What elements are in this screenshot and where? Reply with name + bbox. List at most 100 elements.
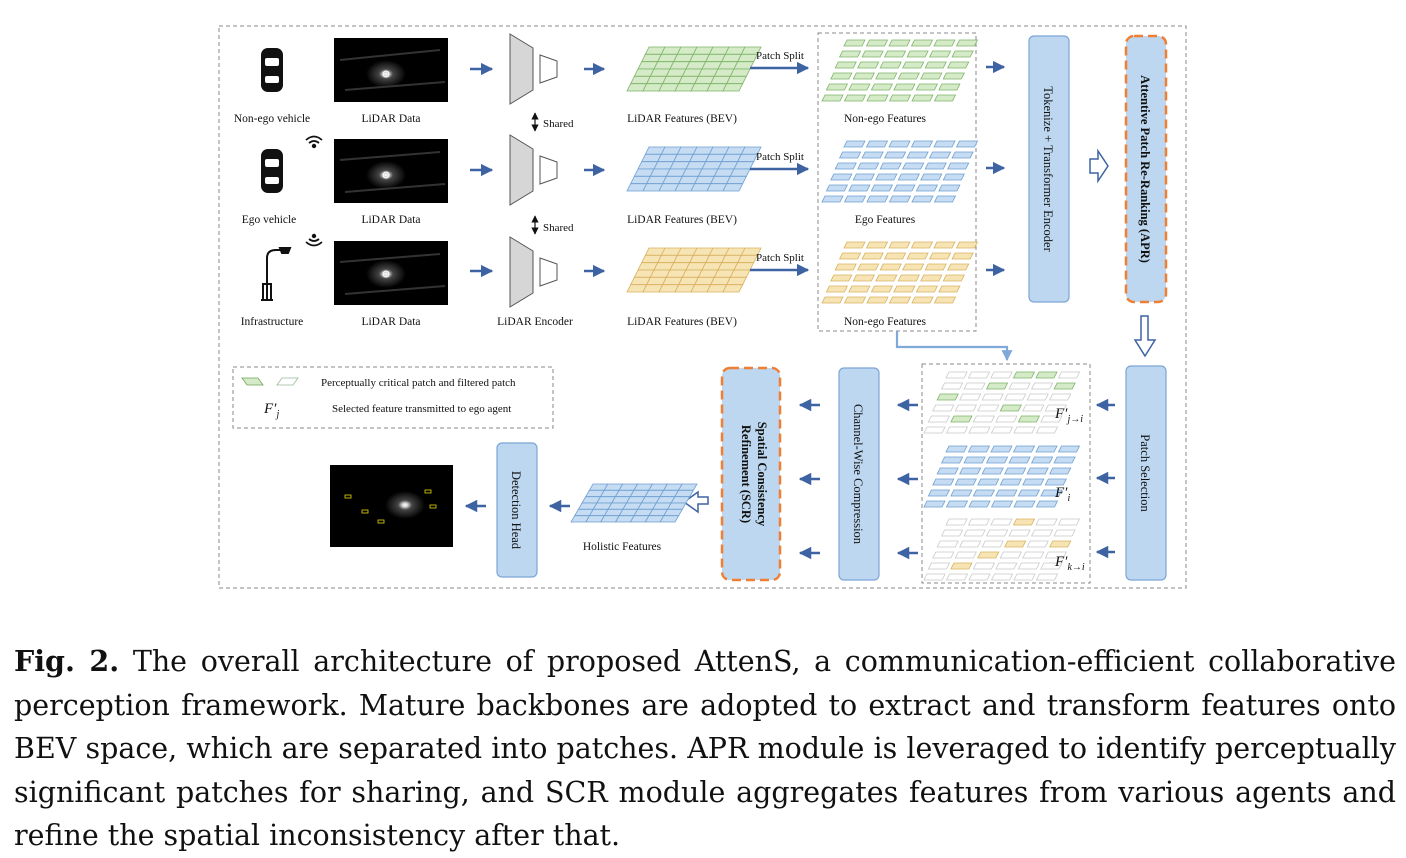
critical-patch [1012, 445, 1036, 453]
critical-patch [920, 72, 943, 80]
filtered-patch [990, 371, 1013, 379]
filtered-patch [927, 562, 951, 570]
filtered-patch [1057, 518, 1081, 526]
detection-output-image [330, 465, 453, 547]
critical-patch [933, 39, 956, 47]
car-icon [261, 149, 283, 193]
filtered-patch [981, 540, 1004, 548]
holistic-features-label: Holistic Features [583, 541, 662, 553]
agent-label: Non-ego vehicle [234, 113, 310, 125]
critical-patch [972, 489, 996, 497]
filtered-patch [1049, 393, 1072, 401]
critical-patch [875, 274, 898, 282]
critical-patch [879, 61, 902, 69]
critical-patch [999, 404, 1022, 412]
critical-patch [906, 252, 929, 260]
critical-patch [857, 162, 880, 170]
critical-patch [977, 551, 1000, 559]
critical-patch [924, 263, 947, 271]
critical-patch [866, 296, 889, 304]
car-icon [261, 48, 283, 92]
critical-patch [915, 285, 939, 293]
bev-cell [726, 175, 747, 185]
critical-patch [1012, 518, 1036, 526]
critical-patch [1017, 489, 1041, 497]
critical-patch [1049, 467, 1072, 475]
critical-patch [1044, 478, 1067, 486]
bev-cell [659, 515, 680, 523]
patch-group [923, 445, 1081, 508]
critical-patch [883, 151, 907, 159]
filtered-patch [968, 426, 991, 434]
critical-patch [963, 456, 986, 464]
critical-patch [911, 94, 934, 102]
critical-patch [928, 151, 952, 159]
filtered-patch [1017, 562, 1041, 570]
shared-label: Shared [543, 118, 574, 130]
filtered-patch [932, 404, 955, 412]
critical-patch [947, 61, 970, 69]
filtered-patch [945, 371, 968, 379]
bev-grid [570, 483, 698, 523]
critical-patch [843, 195, 867, 203]
filtered-patch [967, 371, 991, 379]
critical-patch [848, 285, 871, 293]
critical-patch [870, 83, 894, 91]
bev-cell [729, 168, 751, 177]
filtered-patch [1008, 382, 1031, 390]
critical-patch [906, 50, 929, 58]
bev-cell [737, 153, 758, 163]
filtered-patch [940, 529, 964, 537]
critical-patch [870, 285, 894, 293]
bev-cell [729, 269, 751, 278]
lidar-image [334, 139, 448, 203]
filtered-patch [1008, 529, 1031, 537]
filtered-patch [1053, 529, 1076, 537]
figure-caption: Fig. 2. The overall architecture of prop… [14, 640, 1396, 858]
bev-grid [626, 247, 762, 293]
critical-patch [861, 151, 884, 159]
caption-figure-number: Fig. 2. [14, 644, 120, 678]
shared-label: Shared [543, 222, 574, 234]
critical-patch [875, 173, 898, 181]
critical-patch [838, 252, 862, 260]
filtered-patch [1044, 551, 1067, 559]
filtered-patch [1044, 404, 1067, 412]
wifi-icon [305, 233, 323, 247]
critical-patch [940, 456, 964, 464]
critical-patch [928, 252, 952, 260]
streetlight-icon [261, 247, 292, 301]
filtered-patch [1035, 573, 1059, 581]
bev-grid [626, 146, 762, 192]
critical-patch [942, 274, 965, 282]
critical-patch [843, 241, 866, 249]
filtered-patch [1040, 562, 1063, 570]
critical-patch [897, 72, 920, 80]
critical-patch [875, 72, 898, 80]
critical-patch [995, 489, 1018, 497]
critical-patch [942, 72, 965, 80]
critical-patch [910, 241, 934, 249]
critical-patch [825, 285, 849, 293]
bev-feature-grids [626, 46, 762, 293]
critical-patch [1053, 456, 1076, 464]
critical-patch [821, 94, 844, 102]
critical-patch [945, 500, 969, 508]
filtered-patch [1013, 426, 1036, 434]
critical-patch [902, 61, 925, 69]
legend-patch-text: Perceptually critical patch and filtered… [321, 377, 516, 389]
critical-patch [883, 252, 907, 260]
filtered-patch [963, 382, 986, 390]
critical-patch [933, 241, 956, 249]
lidar-data-label: LiDAR Data [361, 316, 420, 328]
lidar-image [334, 241, 448, 305]
critical-patch [950, 562, 973, 570]
critical-patch [879, 263, 902, 271]
filtered-patch [977, 404, 1000, 412]
critical-patch [927, 489, 951, 497]
filtered-patch [1035, 426, 1059, 434]
critical-patch [897, 173, 920, 181]
outer-frame [218, 25, 1187, 589]
critical-patch [834, 61, 857, 69]
filtered-patch [1022, 404, 1045, 412]
